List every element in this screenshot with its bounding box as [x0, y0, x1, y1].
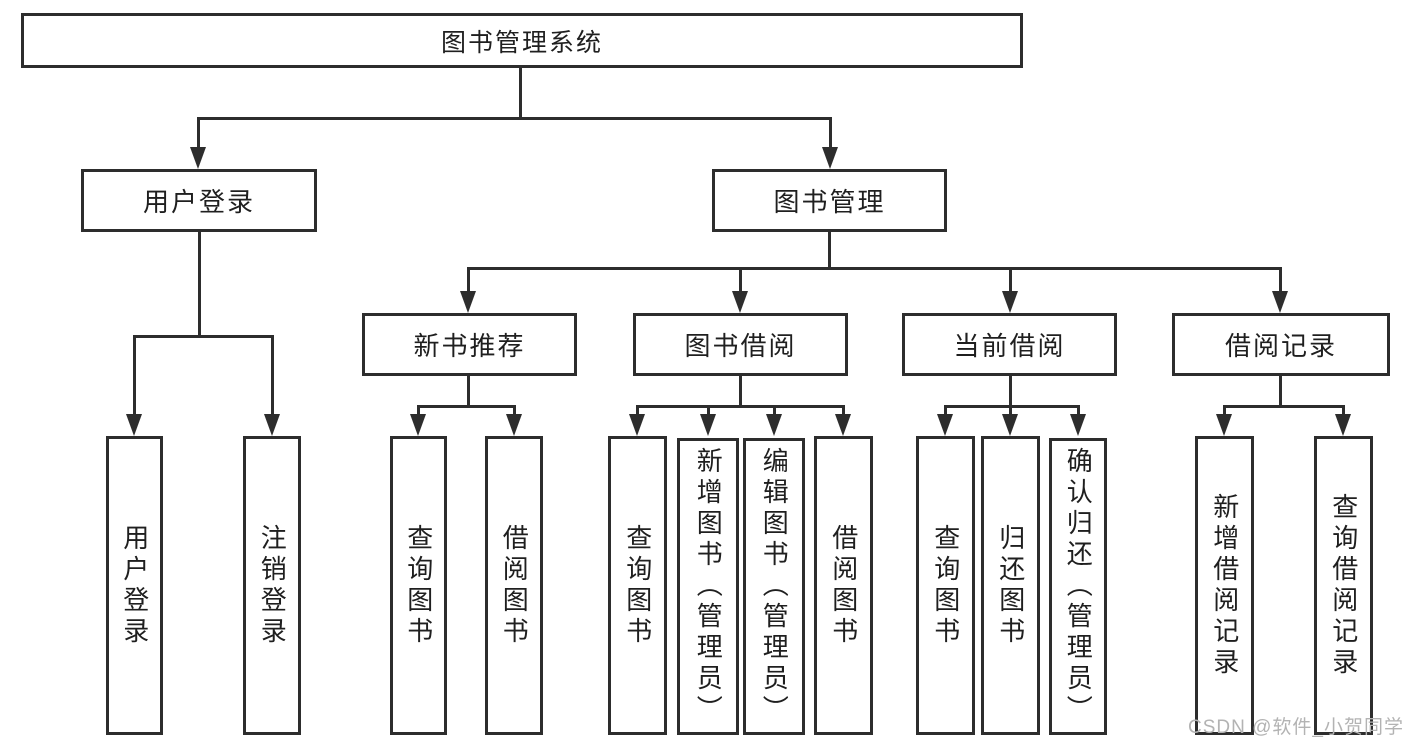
node-current-borrowing: 当前借阅 [902, 313, 1117, 376]
node-label: 图书借阅 [684, 331, 797, 361]
arrowhead-down-icon [1272, 291, 1288, 313]
connector-line [519, 68, 522, 119]
node-label: 图书管理 [773, 187, 886, 217]
connector-line [133, 335, 136, 417]
connector-line [842, 405, 845, 417]
connector-line [636, 405, 639, 417]
leaf-label: 新增图书（管理员） [693, 447, 724, 726]
leaf-return-books: 归还图书 [981, 436, 1040, 735]
arrowhead-down-icon [732, 291, 748, 313]
node-book-management: 图书管理 [712, 169, 947, 232]
arrowhead-down-icon [700, 414, 716, 436]
leaf-label: 借阅图书 [499, 523, 530, 648]
leaf-borrow-books: 借阅图书 [814, 436, 873, 735]
node-label: 用户登录 [142, 187, 255, 217]
leaf-label: 编辑图书（管理员） [759, 447, 790, 726]
leaf-label: 确认归还（管理员） [1063, 447, 1094, 726]
arrowhead-down-icon [629, 414, 645, 436]
leaf-label: 查询图书 [403, 523, 434, 648]
leaf-label: 查询借阅记录 [1328, 492, 1359, 679]
connector-line [513, 405, 516, 417]
leaf-query-books-current: 查询图书 [916, 436, 975, 735]
connector-line [944, 405, 1080, 408]
connector-line [1223, 405, 1226, 417]
arrowhead-down-icon [766, 414, 782, 436]
connector-line [198, 232, 201, 338]
connector-line [417, 405, 420, 417]
leaf-user-login: 用户登录 [106, 436, 163, 735]
connector-line [271, 335, 274, 417]
leaf-label: 归还图书 [995, 523, 1026, 648]
node-label: 图书管理系统 [440, 28, 603, 57]
arrowhead-down-icon [835, 414, 851, 436]
arrowhead-down-icon [1070, 414, 1086, 436]
arrowhead-down-icon [1216, 414, 1232, 436]
connector-line [1077, 405, 1080, 417]
connector-line [1009, 405, 1012, 417]
arrowhead-down-icon [1002, 414, 1018, 436]
leaf-label: 新增借阅记录 [1209, 492, 1240, 679]
leaf-query-books-borrow: 查询图书 [608, 436, 667, 735]
connector-line [1279, 267, 1282, 294]
node-borrowing-records: 借阅记录 [1172, 313, 1390, 376]
connector-line [1009, 267, 1012, 294]
arrowhead-down-icon [1002, 291, 1018, 313]
connector-line [773, 405, 776, 417]
connector-line [467, 267, 470, 294]
connector-line [636, 405, 845, 408]
leaf-label: 查询图书 [930, 523, 961, 648]
connector-line [1342, 405, 1345, 417]
connector-line [197, 117, 831, 120]
leaf-logout: 注销登录 [243, 436, 301, 735]
leaf-query-books-recommend: 查询图书 [390, 436, 447, 735]
arrowhead-down-icon [937, 414, 953, 436]
arrowhead-down-icon [822, 147, 838, 169]
node-label: 借阅记录 [1224, 331, 1337, 361]
leaf-query-borrow-record: 查询借阅记录 [1314, 436, 1373, 735]
leaf-edit-book-admin: 编辑图书（管理员） [743, 438, 805, 735]
connector-line [197, 117, 200, 151]
leaf-label: 注销登录 [257, 523, 288, 648]
arrowhead-down-icon [460, 291, 476, 313]
leaf-label: 借阅图书 [828, 523, 859, 648]
arrowhead-down-icon [264, 414, 280, 436]
connector-line [467, 376, 470, 408]
connector-line [828, 232, 831, 270]
leaf-label: 查询图书 [622, 523, 653, 648]
connector-line [944, 405, 947, 417]
node-user-login: 用户登录 [81, 169, 317, 232]
watermark: CSDN @软件_小贺同学 [1188, 717, 1404, 738]
connector-line [829, 117, 832, 151]
connector-line [1279, 376, 1282, 408]
node-root: 图书管理系统 [21, 13, 1023, 68]
leaf-confirm-return-admin: 确认归还（管理员） [1049, 438, 1107, 735]
connector-line [1009, 376, 1012, 408]
connector-line [1223, 405, 1345, 408]
arrowhead-down-icon [506, 414, 522, 436]
connector-line [707, 405, 710, 417]
connector-line [467, 267, 1282, 270]
node-label: 新书推荐 [413, 331, 526, 361]
connector-line [133, 335, 274, 338]
leaf-borrow-books-recommend: 借阅图书 [485, 436, 543, 735]
leaf-label: 用户登录 [119, 523, 150, 648]
leaf-add-borrow-record: 新增借阅记录 [1195, 436, 1254, 735]
connector-line [739, 267, 742, 294]
node-label: 当前借阅 [953, 331, 1066, 361]
arrowhead-down-icon [410, 414, 426, 436]
node-new-book-recommend: 新书推荐 [362, 313, 577, 376]
arrowhead-down-icon [126, 414, 142, 436]
leaf-add-book-admin: 新增图书（管理员） [677, 438, 739, 735]
arrowhead-down-icon [1335, 414, 1351, 436]
node-book-borrowing: 图书借阅 [633, 313, 848, 376]
connector-line [739, 376, 742, 408]
connector-line [417, 405, 516, 408]
arrowhead-down-icon [190, 147, 206, 169]
